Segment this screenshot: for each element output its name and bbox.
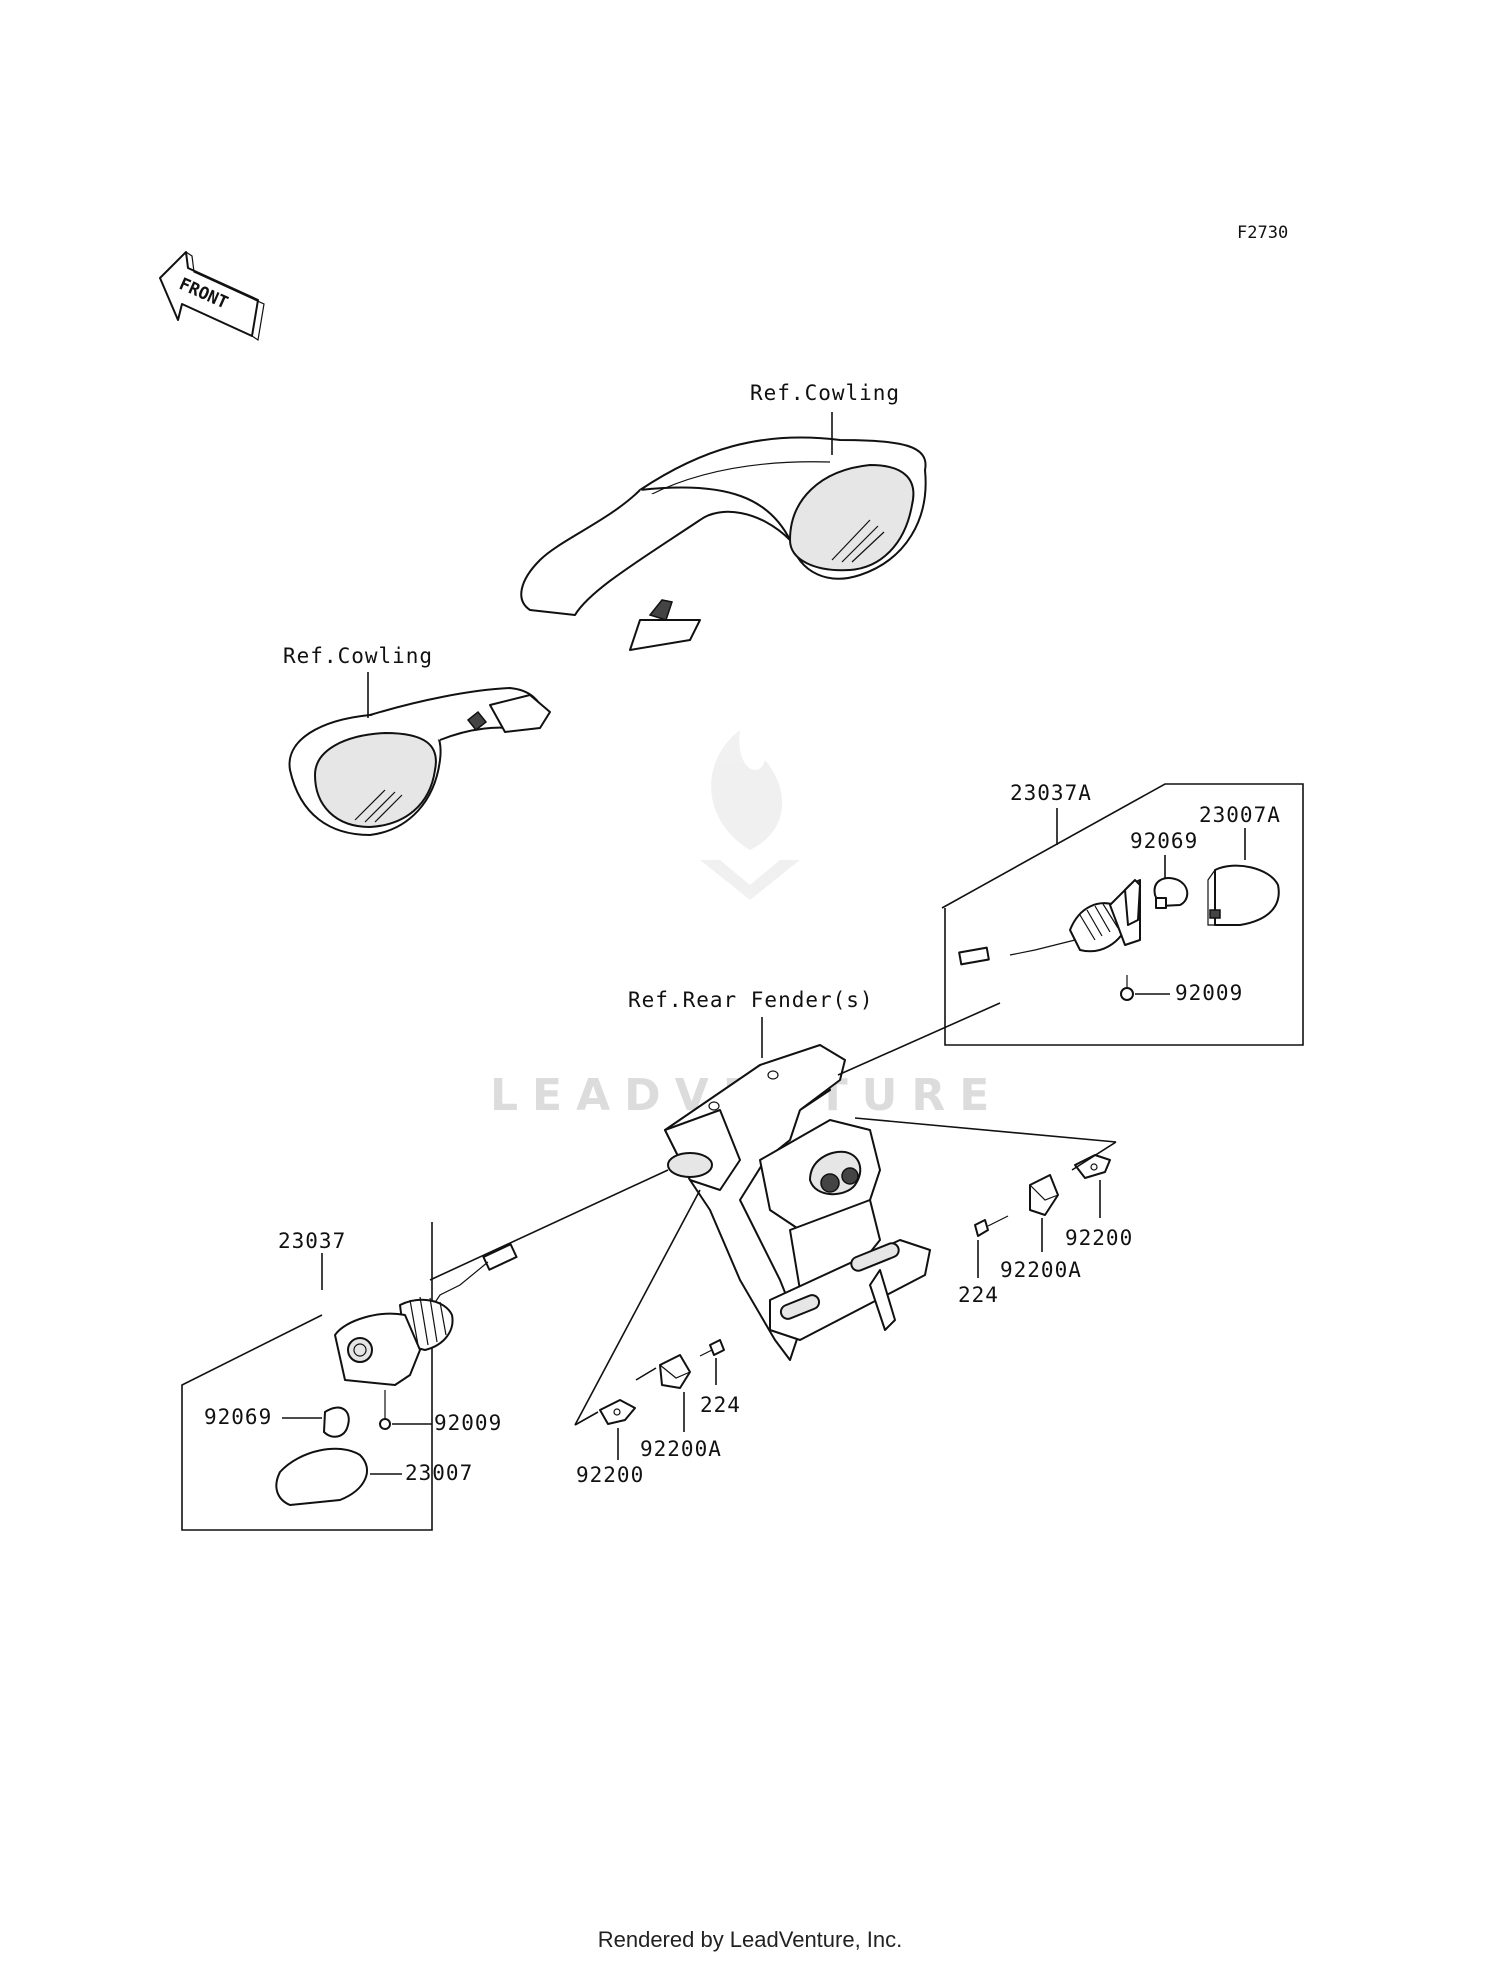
mirror-right — [520, 436, 927, 651]
label-23037: 23037 — [278, 1229, 346, 1253]
plate-92200-center — [599, 1399, 636, 1425]
label-23007: 23007 — [405, 1461, 473, 1485]
label-92069-left: 92069 — [204, 1405, 272, 1429]
label-92069-right: 92069 — [1130, 829, 1198, 853]
watermark-flame-icon — [700, 730, 800, 900]
plate-92200-right — [1074, 1154, 1111, 1179]
leader-fender-to-right-signal — [837, 1002, 1001, 1076]
label-23037A: 23037A — [1010, 781, 1092, 805]
right-assembly-frame — [941, 783, 1304, 1046]
label-92009-right: 92009 — [1175, 981, 1243, 1005]
right-signal-assembly: 23037A 23007A 92069 92009 — [941, 781, 1304, 1046]
leader-fender-to-center-plate — [574, 1189, 701, 1426]
watermark: LEADVENTURE — [490, 730, 989, 1121]
left-assembly-frame — [181, 1222, 433, 1531]
label-224-right: 224 — [958, 1283, 999, 1307]
label-ref-cowling-lower: Ref.Cowling — [283, 644, 433, 668]
label-92200A-center: 92200A — [640, 1437, 722, 1461]
label-224-center: 224 — [700, 1393, 741, 1417]
front-arrow-icon: FRONT — [159, 251, 265, 342]
center-bracket-group: 224 92200A 92200 — [576, 1339, 741, 1487]
screw-224-right — [974, 1219, 989, 1237]
diagram-code: F2730 — [1237, 223, 1288, 243]
label-23007A: 23007A — [1199, 803, 1281, 827]
footer-credit: Rendered by LeadVenture, Inc. — [598, 1927, 903, 1952]
bracket-92200A-center — [659, 1354, 691, 1389]
label-92009-left: 92009 — [434, 1411, 502, 1435]
rear-fender — [664, 1044, 931, 1361]
label-92200-right: 92200 — [1065, 1226, 1133, 1250]
left-signal-assembly: 23037 92069 92009 23007 — [181, 1222, 518, 1531]
mirror-left — [288, 687, 551, 836]
label-92200-center: 92200 — [576, 1463, 644, 1487]
right-bracket-group: 224 92200A 92200 — [958, 1154, 1133, 1307]
leader-fender-to-right-plate — [854, 1117, 1117, 1143]
screw-224-center — [709, 1339, 725, 1356]
fender-hole-left — [667, 1152, 713, 1178]
leader-fender-to-left-signal — [429, 1169, 669, 1281]
label-ref-cowling-upper: Ref.Cowling — [750, 381, 900, 405]
label-ref-rear-fender: Ref.Rear Fender(s) — [628, 988, 874, 1012]
bracket-92200A-right — [1029, 1174, 1059, 1216]
label-92200A-right: 92200A — [1000, 1258, 1082, 1282]
